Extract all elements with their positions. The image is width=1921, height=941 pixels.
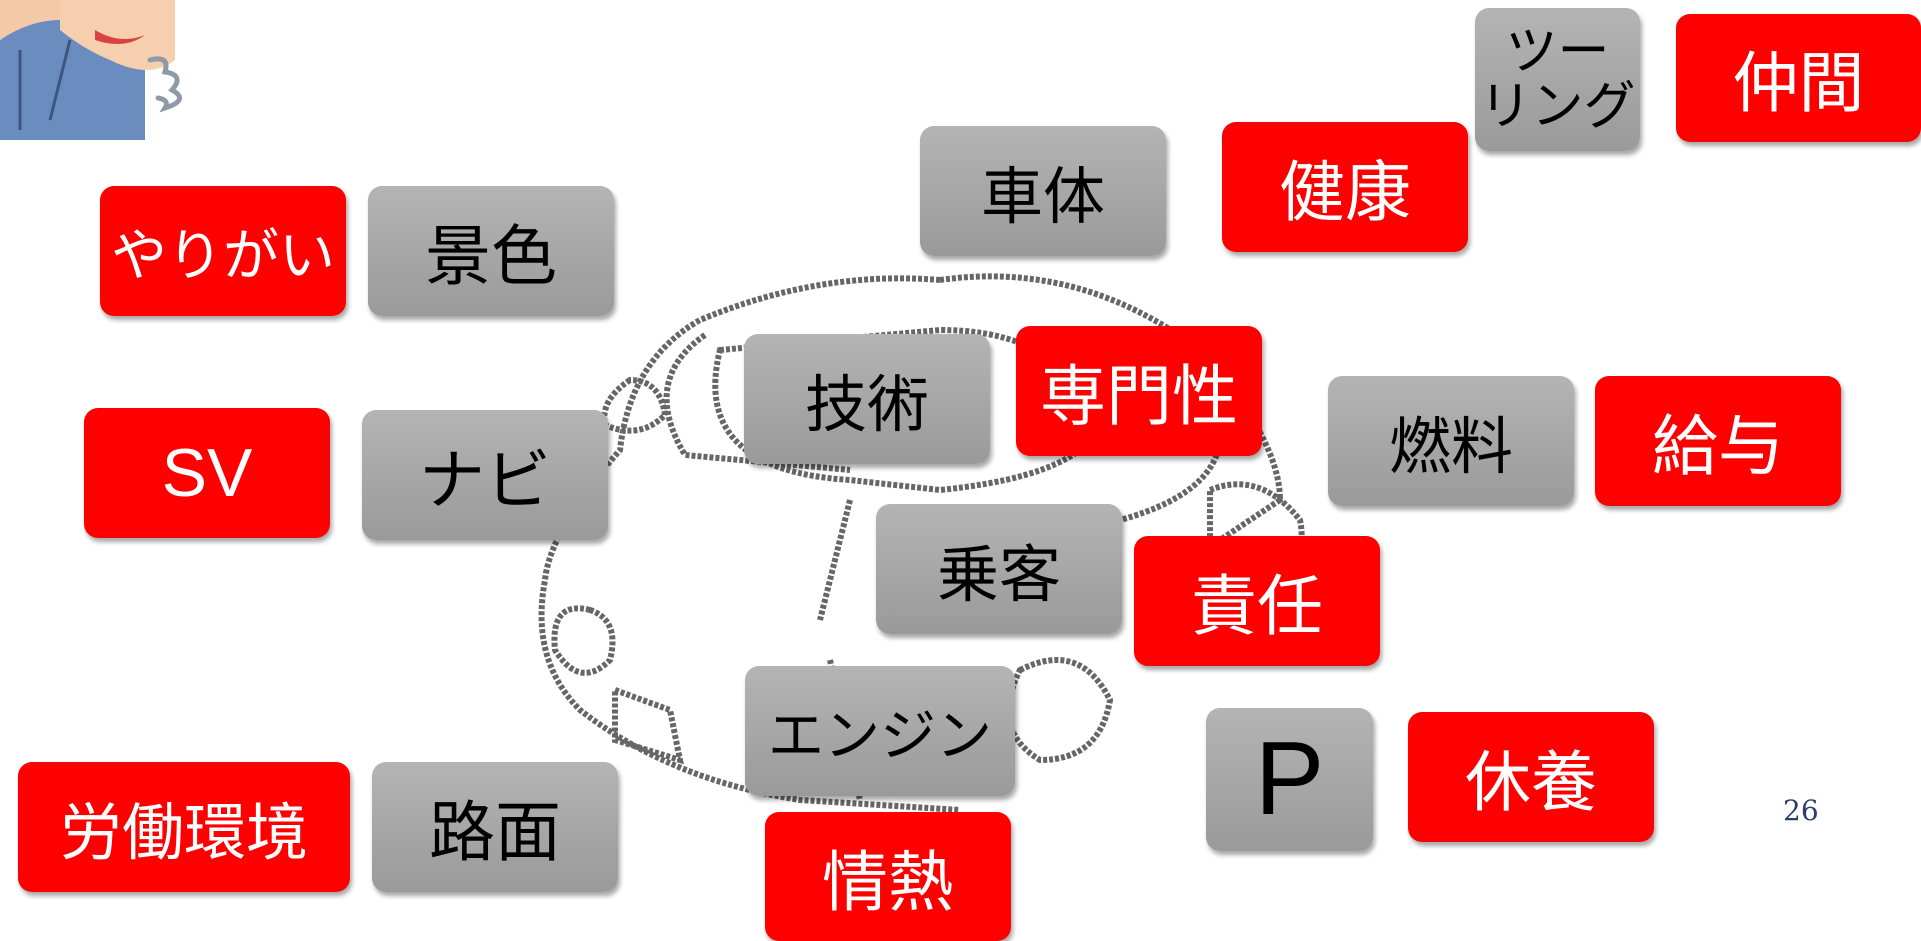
box-sekinin: 責任 [1134,536,1380,666]
box-shatai: 車体 [920,126,1166,256]
box-jounetsu: 情熱 [765,812,1011,941]
box-romen: 路面 [372,762,618,892]
box-kyuuyou: 休養 [1408,712,1654,842]
box-joukyaku: 乗客 [876,504,1122,634]
box-nakama: 仲間 [1676,14,1921,142]
box-yarigai: やりがい [100,186,346,316]
box-roudou: 労働環境 [18,762,350,892]
person-illustration [0,0,182,140]
box-gijutsu: 技術 [744,334,990,464]
box-touring: ツー リング [1475,8,1640,151]
box-sv: SV [84,408,330,538]
box-senmonsei: 専門性 [1016,326,1262,456]
box-nenryou: 燃料 [1328,376,1574,506]
box-keshiki: 景色 [368,186,614,316]
box-engine: エンジン [745,666,1015,796]
box-kyuuyo: 給与 [1595,376,1841,506]
page-number: 26 [1783,794,1819,827]
box-navi: ナビ [362,410,608,540]
box-kenkou: 健康 [1222,122,1468,252]
box-p: P [1206,708,1373,851]
